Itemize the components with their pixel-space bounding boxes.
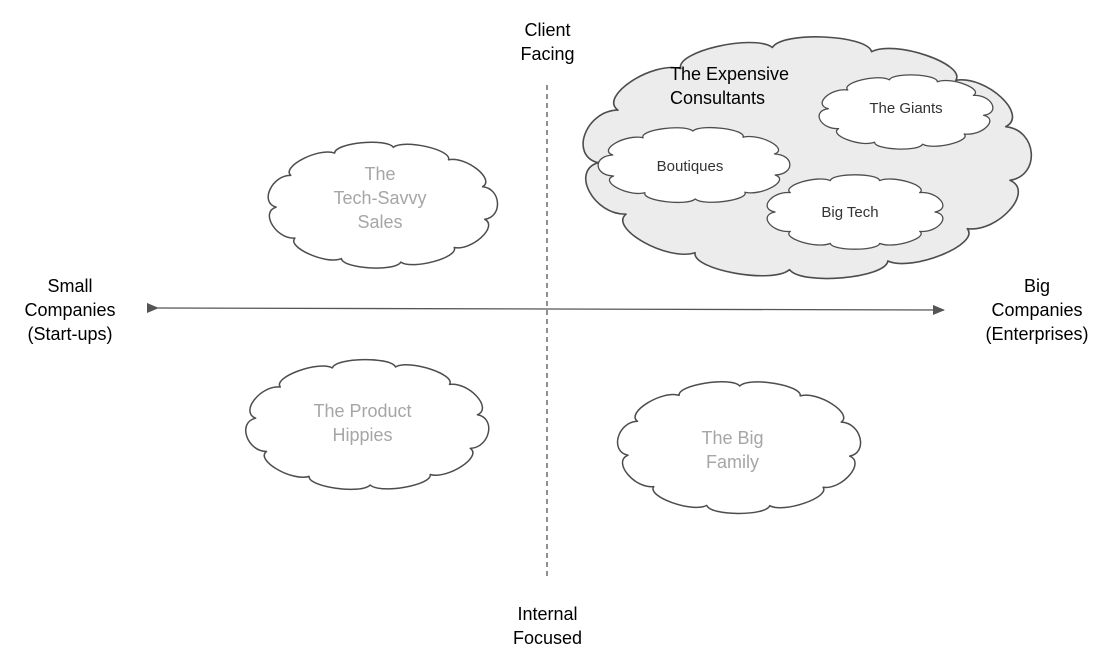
giants-cloud [818,74,994,150]
tech-savvy-sales-cloud [267,141,499,269]
clouds-layer [245,36,1033,515]
giants-label: The Giants [869,100,943,117]
boutiques-label: Boutiques [656,158,724,175]
horizontal-axis [146,302,945,315]
big-tech-cloud [766,174,944,250]
boutiques-cloud [597,126,791,204]
big-family-cloud [616,381,862,515]
big-tech-label: Big Tech [821,204,879,221]
product-hippies-cloud [245,358,490,491]
